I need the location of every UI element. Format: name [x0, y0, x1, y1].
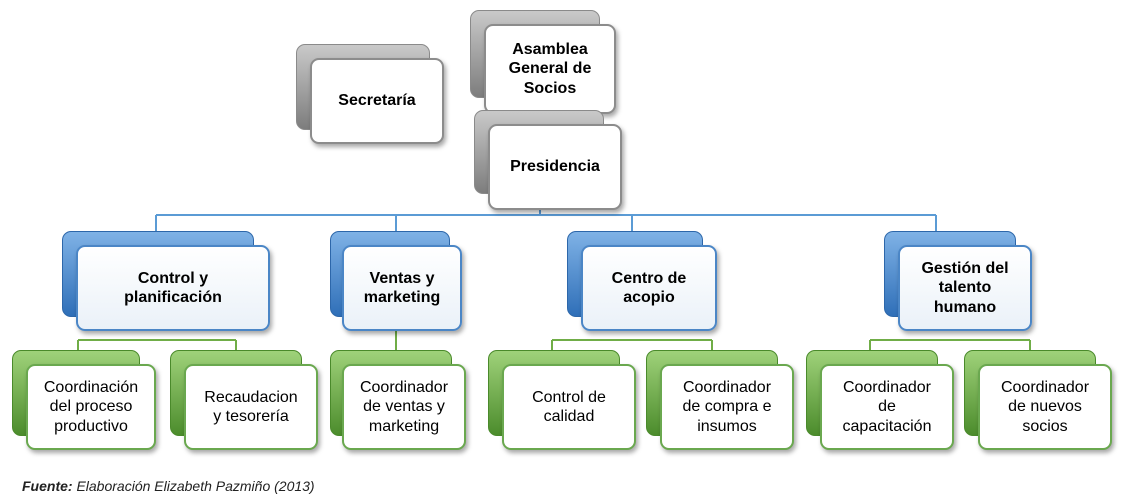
node-gestion-talento: Gestión del talento humano [884, 231, 1032, 331]
source-caption-text: Elaboración Elizabeth Pazmiño (2013) [72, 478, 315, 494]
node-coord-proceso-label: Coordinación del proceso productivo [43, 379, 139, 435]
node-coord-capacitacion-label: Coordinador de capacitación [842, 379, 932, 435]
node-coord-capacitacion: Coordinador de capacitación [806, 350, 954, 450]
source-caption-label: Fuente: [22, 478, 73, 494]
node-presidencia-label: Presidencia [510, 158, 600, 176]
node-coord-compra: Coordinador de compra e insumos [646, 350, 794, 450]
node-gestion-talento-label: Gestión del talento humano [921, 260, 1009, 316]
node-asamblea-label: Asamblea General de Socios [508, 41, 592, 97]
node-coord-compra-label: Coordinador de compra e insumos [682, 379, 772, 435]
node-coord-ventas: Coordinador de ventas y marketing [330, 350, 466, 450]
source-caption: Fuente: Elaboración Elizabeth Pazmiño (2… [22, 478, 315, 494]
node-coord-socios-label: Coordinador de nuevos socios [1000, 379, 1090, 435]
node-ventas-marketing: Ventas y marketing [330, 231, 462, 331]
node-ventas-marketing-label: Ventas y marketing [363, 269, 441, 306]
node-centro-acopio-label: Centro de acopio [611, 269, 687, 306]
node-coord-ventas-label: Coordinador de ventas y marketing [359, 379, 449, 435]
node-recaudacion: Recaudacion y tesorería [170, 350, 318, 450]
node-secretaria-label: Secretaría [338, 92, 416, 110]
node-control-calidad: Control de calidad [488, 350, 636, 450]
node-presidencia: Presidencia [474, 110, 622, 210]
node-recaudacion-label: Recaudacion y tesorería [204, 388, 298, 425]
node-centro-acopio: Centro de acopio [567, 231, 717, 331]
node-control-planificacion: Control y planificación [62, 231, 270, 331]
node-coord-proceso: Coordinación del proceso productivo [12, 350, 156, 450]
node-coord-socios: Coordinador de nuevos socios [964, 350, 1112, 450]
node-secretaria: Secretaría [296, 44, 444, 144]
node-control-calidad-label: Control de calidad [532, 388, 606, 425]
node-control-planificacion-label: Control y planificación [124, 269, 222, 306]
node-asamblea: Asamblea General de Socios [470, 10, 616, 114]
